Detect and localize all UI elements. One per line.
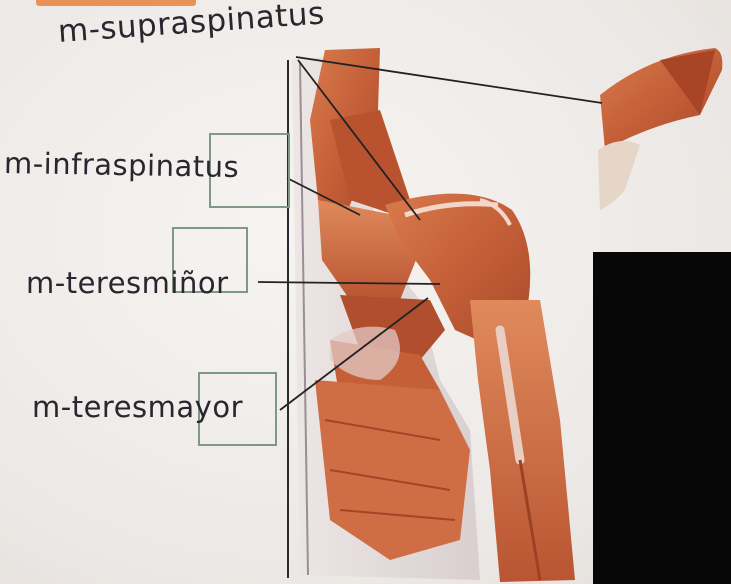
leader-line-teres-minor bbox=[258, 282, 440, 284]
upper-arm-muscle bbox=[470, 300, 575, 582]
label-teres-mayor: m-teresmayor bbox=[32, 390, 243, 424]
label-infraspinatus: m-infraspinatus bbox=[4, 146, 240, 184]
inset-bone bbox=[598, 141, 640, 210]
label-teres-minor: m-teresmiñor bbox=[26, 266, 229, 300]
black-panel bbox=[593, 252, 731, 584]
